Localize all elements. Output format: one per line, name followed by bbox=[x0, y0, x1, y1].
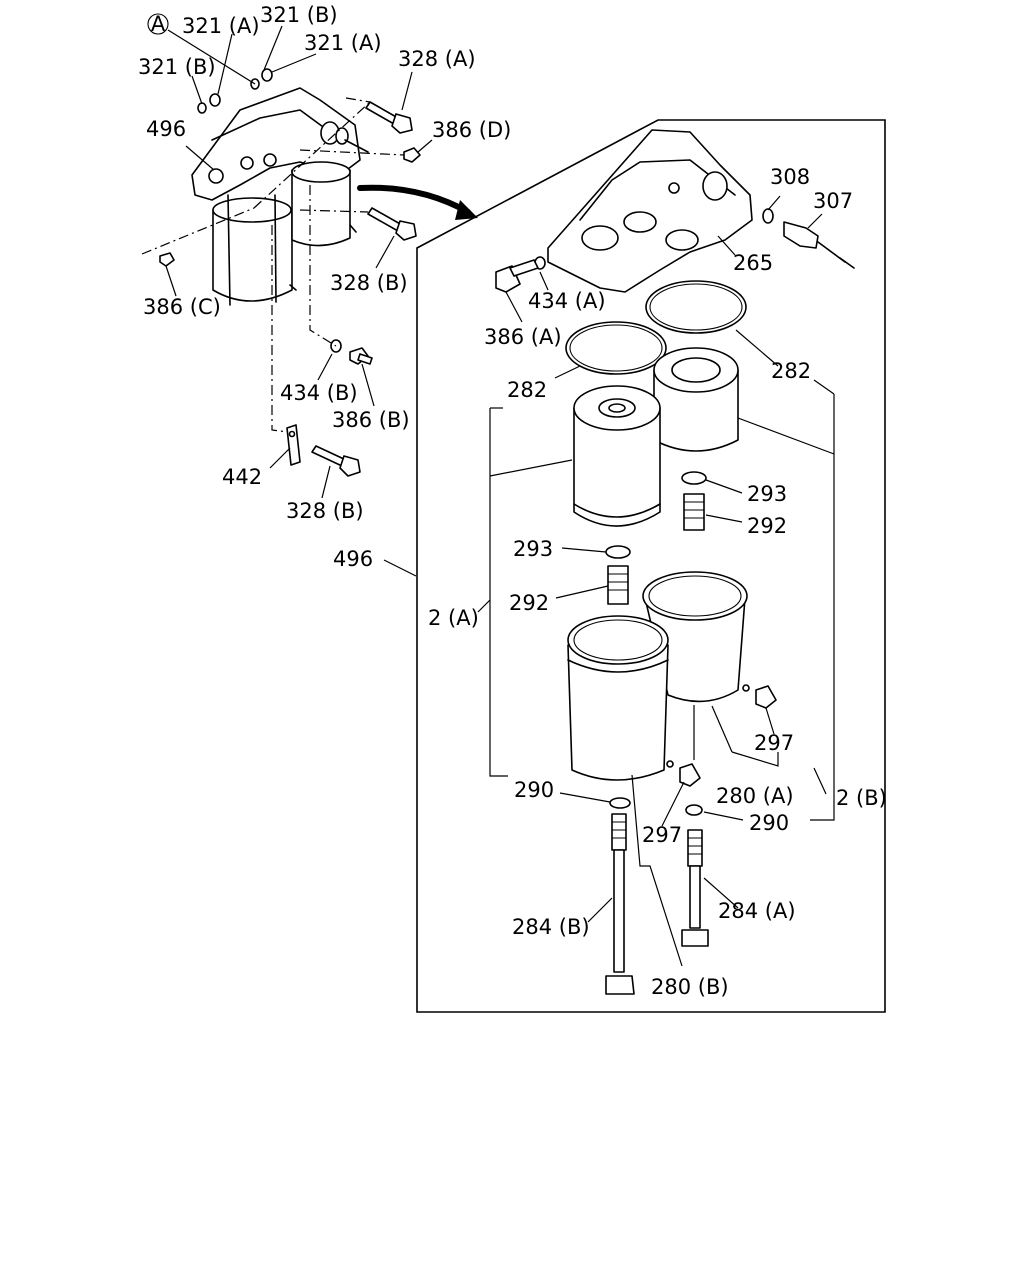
label-293-right: 293 bbox=[747, 482, 787, 506]
label-292-left: 292 bbox=[509, 591, 549, 615]
label-290-right: 290 bbox=[749, 811, 789, 835]
spring-292-right bbox=[683, 493, 705, 531]
o-ring-434b bbox=[330, 339, 342, 353]
o-ring-321a-left bbox=[209, 93, 221, 107]
label-282-right: 282 bbox=[771, 359, 811, 383]
exploded-view-frame bbox=[416, 119, 886, 1013]
drain-plug-297-bottom bbox=[666, 760, 701, 787]
filter-case-280b bbox=[567, 615, 669, 781]
filter-element-right bbox=[653, 347, 739, 452]
label-284a: 284 (A) bbox=[718, 899, 796, 923]
bracket-442 bbox=[286, 424, 301, 466]
label-328a: 328 (A) bbox=[398, 47, 476, 71]
group-bracket-2b bbox=[810, 394, 835, 821]
assembled-filter-view: A bbox=[141, 12, 478, 477]
seat-293-left bbox=[605, 545, 631, 559]
group-bracket-2a bbox=[489, 408, 508, 777]
label-280b: 280 (B) bbox=[651, 975, 729, 999]
o-ring-321a-top bbox=[261, 68, 273, 82]
bolt-328a bbox=[365, 101, 413, 134]
label-282-left: 282 bbox=[507, 378, 547, 402]
washer-290-right bbox=[685, 804, 703, 816]
bolt-328b-mid bbox=[367, 207, 417, 241]
filter-case-280a bbox=[642, 571, 748, 703]
o-ring-321b-left bbox=[197, 102, 207, 114]
nut-386d bbox=[403, 147, 421, 163]
assembled-filter-canister-left bbox=[212, 194, 293, 306]
nut-386c bbox=[159, 252, 175, 267]
filter-head-265 bbox=[547, 129, 753, 293]
label-434b: 434 (B) bbox=[280, 381, 358, 405]
drain-plug-297-right bbox=[742, 684, 777, 709]
label-321a-second: 321 (A) bbox=[304, 31, 382, 55]
reference-marker-text: A bbox=[151, 12, 166, 36]
seat-293-right bbox=[681, 471, 707, 485]
bolt-328b-bottom bbox=[311, 445, 361, 477]
label-386d: 386 (D) bbox=[432, 118, 511, 142]
label-265: 265 bbox=[733, 251, 773, 275]
label-434a: 434 (A) bbox=[528, 289, 606, 313]
label-293-left: 293 bbox=[513, 537, 553, 561]
filter-element-left bbox=[573, 385, 661, 527]
label-2a: 2 (A) bbox=[428, 606, 479, 630]
gasket-282-left bbox=[565, 321, 667, 375]
washer-290-left bbox=[609, 797, 631, 809]
label-496-mid: 496 bbox=[333, 547, 373, 571]
bolt-386a bbox=[495, 259, 539, 293]
label-297-bottom: 297 bbox=[642, 823, 682, 847]
gasket-282-right bbox=[645, 280, 747, 334]
callout-labels: 321 (A) 321 (B) 321 (A) 321 (B) 328 (A) … bbox=[138, 3, 887, 999]
center-bolt-284a bbox=[681, 829, 709, 947]
bolt-386b bbox=[349, 347, 373, 365]
label-321b-left: 321 (B) bbox=[138, 55, 216, 79]
label-290-left: 290 bbox=[514, 778, 554, 802]
label-321b-top: 321 (B) bbox=[260, 3, 338, 27]
label-280a: 280 (A) bbox=[716, 784, 794, 808]
center-bolt-284b bbox=[605, 813, 635, 995]
label-386a: 386 (A) bbox=[484, 325, 562, 349]
label-297-right: 297 bbox=[754, 731, 794, 755]
label-307: 307 bbox=[813, 189, 853, 213]
label-2b: 2 (B) bbox=[836, 786, 887, 810]
spring-292-left bbox=[607, 565, 629, 605]
label-284b: 284 (B) bbox=[512, 915, 590, 939]
upper-left-leaders bbox=[165, 25, 433, 499]
label-328b-bottom: 328 (B) bbox=[286, 499, 364, 523]
label-496-top: 496 bbox=[146, 117, 186, 141]
label-442: 442 bbox=[222, 465, 262, 489]
label-292-right: 292 bbox=[747, 514, 787, 538]
o-ring-321b-top bbox=[250, 78, 260, 90]
label-308: 308 bbox=[770, 165, 810, 189]
assembled-filter-canister-right bbox=[291, 161, 351, 247]
label-321a-top: 321 (A) bbox=[182, 14, 260, 38]
exploded-view bbox=[383, 129, 855, 995]
label-328b-mid: 328 (B) bbox=[330, 271, 408, 295]
label-386b: 386 (B) bbox=[332, 408, 410, 432]
reference-marker-a: A bbox=[147, 12, 169, 36]
sensor-307 bbox=[783, 221, 855, 269]
label-386c: 386 (C) bbox=[143, 295, 221, 319]
o-ring-308 bbox=[762, 208, 774, 224]
